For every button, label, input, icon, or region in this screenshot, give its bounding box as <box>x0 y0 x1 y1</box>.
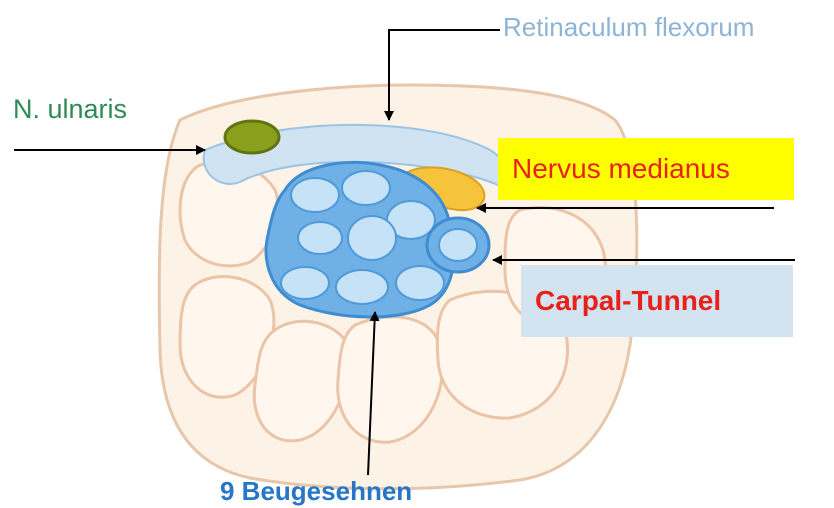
tendon-6 <box>281 267 329 299</box>
tendon-2 <box>342 171 390 205</box>
label-nervus-medianus-text: Nervus medianus <box>512 155 730 183</box>
tendon-1 <box>291 178 339 212</box>
label-carpal-tunnel-text: Carpal-Tunnel <box>535 287 721 315</box>
tendon-9 <box>439 229 477 261</box>
ulnar-nerve <box>225 121 279 153</box>
tendon-4 <box>298 222 342 254</box>
label-nervus-medianus: Nervus medianus <box>498 138 794 200</box>
label-9-beugesehnen: 9 Beugesehnen <box>220 478 412 504</box>
tendon-5 <box>348 216 396 260</box>
label-retinaculum-flexorum: Retinaculum flexorum <box>503 14 754 40</box>
label-n-ulnaris: N. ulnaris <box>13 96 127 123</box>
tendon-8 <box>396 266 444 300</box>
tendon-7 <box>336 270 388 304</box>
label-carpal-tunnel: Carpal-Tunnel <box>521 265 793 337</box>
